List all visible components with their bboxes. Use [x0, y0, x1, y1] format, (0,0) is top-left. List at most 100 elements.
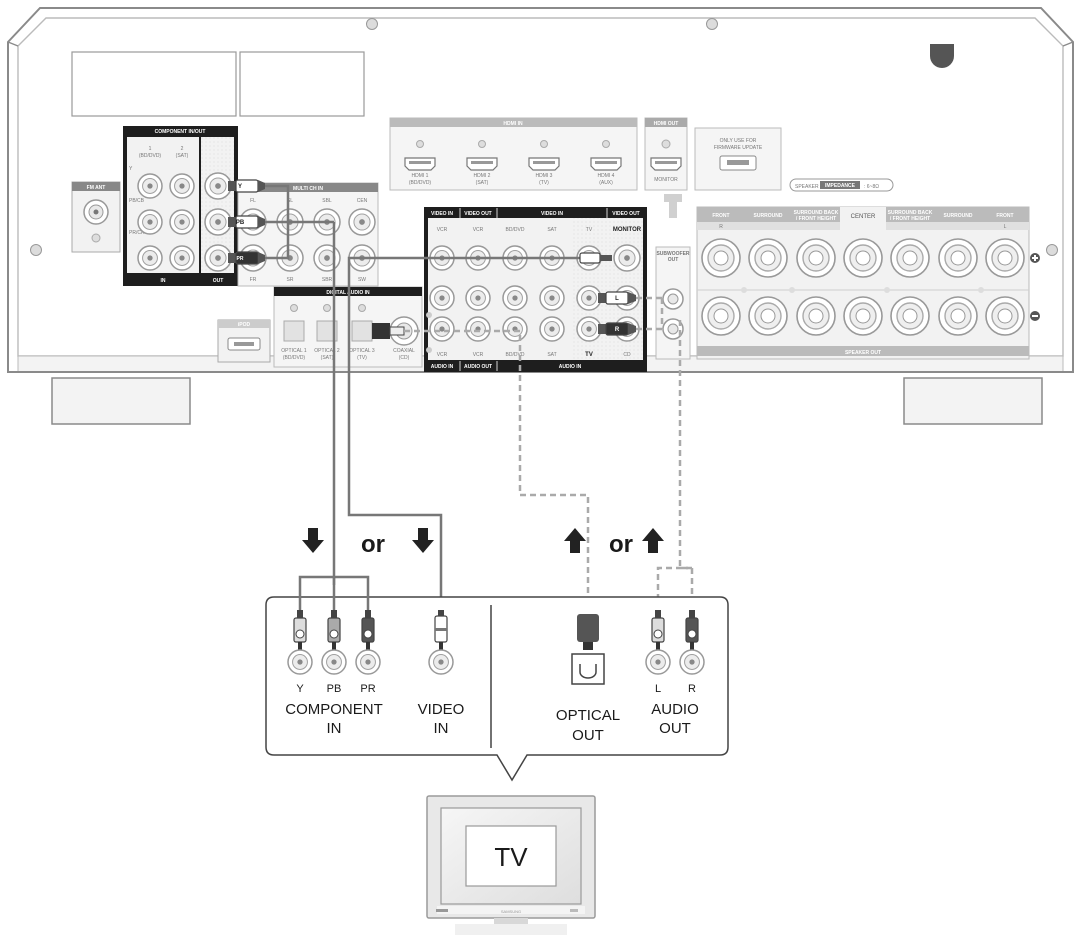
tv-video-jack: [428, 649, 454, 675]
fm-antenna-panel: FM ANT: [71, 181, 121, 253]
mch-sr-label: SR: [287, 277, 294, 283]
aud-sat-label: SAT: [547, 352, 556, 358]
tv-brand-logo: SAMSUNG: [501, 909, 521, 914]
audio-in-header: AUDIO IN: [431, 364, 454, 370]
optical-out-label-line1: OPTICAL: [556, 707, 620, 724]
sp-sb-l-line1: SURROUND BACK: [794, 210, 839, 216]
speaker-terminal: [985, 296, 1025, 336]
hdmi-in-header: HDMI IN: [503, 121, 523, 127]
fm-ant-label: FM ANT: [87, 185, 106, 191]
optical2-sub-label: (SAT): [321, 355, 334, 361]
mch-sbl-label: SBL: [322, 198, 332, 204]
hdmi-out-panel: HDMI OUT MONITOR: [644, 117, 688, 191]
tv-rca-jack: [287, 649, 313, 675]
arrow-up-icon: [642, 528, 664, 553]
firmware-line1: ONLY USE FOR: [720, 138, 757, 144]
hdmi1-sub-label: (BD/DVD): [409, 180, 432, 186]
speaker-terminal: [796, 296, 836, 336]
optical3-label: OPTICAL 3: [349, 348, 375, 354]
tv-r-label: R: [688, 683, 696, 695]
plug-y-label: Y: [238, 184, 242, 190]
aud-vcr-in-label: VCR: [437, 352, 448, 358]
aud-vcr-out-label: VCR: [473, 352, 484, 358]
video-audio-block: VIDEO IN VIDEO OUT VIDEO IN VIDEO OUT VC…: [424, 207, 647, 372]
rca-jack: [313, 244, 341, 272]
rca-plug: [598, 322, 636, 336]
comp-pb-label: PB/CB: [129, 198, 145, 204]
multi-ch-in-header: MULTI CH IN: [293, 186, 323, 192]
optical2-label: OPTICAL 2: [314, 348, 340, 354]
hdmi3-sub-label: (TV): [539, 180, 549, 186]
aud-cd-label: CD: [623, 352, 631, 358]
rca-plug: [293, 610, 307, 652]
audio-jack: [465, 316, 491, 342]
component-cable: Y PB PR: [228, 179, 336, 585]
rca-jack: [169, 245, 195, 271]
hdmi-port: [404, 157, 436, 171]
video-plug: [434, 610, 448, 652]
sp-front-r-label: FRONT: [996, 213, 1013, 219]
sp-surround-l-label: SURROUND: [754, 213, 783, 219]
hdmi4-label: HDMI 4: [598, 173, 615, 179]
indicator-dot: [602, 140, 610, 148]
hdmi-in-panel: HDMI IN HDMI 1 (BD/DVD) HDMI 2 (SAT) HDM…: [389, 117, 638, 191]
rca-plug: [685, 610, 699, 652]
video-out-header-2: VIDEO OUT: [612, 211, 640, 217]
hdmi2-sub-label: (SAT): [476, 180, 489, 186]
speaker-terminal: [890, 238, 930, 278]
tv-rca-jack: [679, 649, 705, 675]
arrow-up-icon: [564, 528, 586, 553]
sp-sb-r-line1: SURROUND BACK: [888, 210, 933, 216]
comp-pr-label: PR/CR: [129, 230, 145, 236]
speaker-terminal: [985, 238, 1025, 278]
hdmi-out-monitor-label: MONITOR: [654, 177, 678, 183]
audio-plug-l-label: L: [615, 296, 619, 302]
mch-sbr-label: SBR: [322, 277, 333, 283]
rca-jack: [169, 209, 195, 235]
optical1-label: OPTICAL 1: [281, 348, 307, 354]
rca-jack: [169, 173, 195, 199]
video-out-header: VIDEO OUT: [464, 211, 492, 217]
audio-plugs: [598, 291, 636, 336]
speaker-terminal: [843, 296, 883, 336]
comp-src1-sub-label: (BD/DVD): [139, 153, 162, 159]
blank-panels: [71, 51, 365, 117]
aud-bddvd-label: BD/DVD: [506, 352, 525, 358]
rca-plug: [598, 291, 636, 305]
rca-plug: [361, 610, 375, 652]
audio-out-label-line2: OUT: [659, 720, 691, 737]
rca-jack: [348, 208, 376, 236]
hdmi-out-header: HDMI OUT: [654, 121, 679, 127]
direction-arrows: or or: [302, 528, 664, 558]
rca-plug: [228, 215, 265, 229]
rca-jack: [204, 244, 232, 272]
mch-sl-label: SL: [287, 198, 293, 204]
hdmi3-label: HDMI 3: [536, 173, 553, 179]
tv-l-label: L: [655, 683, 661, 695]
indicator-dot: [416, 140, 424, 148]
firmware-line2: FIRMWARE UPDATE: [714, 145, 763, 151]
sp-surround-r-label: SURROUND: [944, 213, 973, 219]
component-in-out-panel: COMPONENT IN/OUT 1 (BD/DVD) 2 (SAT) Y PB…: [123, 126, 238, 286]
multi-ch-in-panel: MULTI CH IN FL SL SBL CEN FR SR SBR SW: [237, 182, 379, 287]
component-jacks: [137, 172, 232, 272]
speaker-terminal: [938, 238, 978, 278]
component-in-label-line2: IN: [327, 720, 342, 737]
aud-tv-label: TV: [585, 352, 593, 358]
tv-rca-jack: [321, 649, 347, 675]
sp-sb-l-line2: / FRONT HEIGHT: [796, 216, 836, 222]
vid-sat-label: SAT: [547, 227, 556, 233]
speaker-out-panel: SPEAKER OUT FRONT SURROUND SURROUND BACK…: [696, 206, 1040, 360]
rca-plug: [228, 179, 265, 193]
rca-jack: [137, 173, 163, 199]
speaker-impedance-badge: SPEAKER IMPEDANCE : 6~8Ω: [789, 178, 894, 192]
vid-monitor-label: MONITOR: [613, 227, 642, 233]
coaxial-sub-label: (CD): [399, 355, 410, 361]
sp-sb-r-line2: / FRONT HEIGHT: [890, 216, 930, 222]
audio-jack: [429, 285, 455, 311]
vid-tv-label: TV: [586, 227, 593, 233]
rca-jack: [137, 209, 163, 235]
audio-jack: [429, 316, 455, 342]
ipod-label: iPOD: [238, 322, 251, 328]
